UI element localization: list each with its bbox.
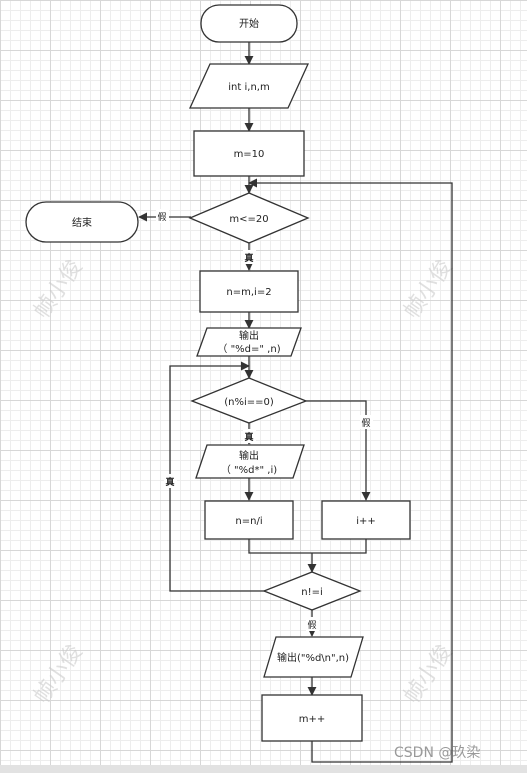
node-cond-ne: n!=i bbox=[262, 571, 362, 611]
label-bg bbox=[243, 250, 256, 264]
node-label-line2: （ "%d=" ,n) bbox=[217, 343, 280, 355]
decision-shape bbox=[190, 377, 308, 424]
node-label: m=10 bbox=[234, 149, 265, 160]
node-label: int i,n,m bbox=[228, 82, 269, 93]
node-start: 开始 bbox=[200, 4, 298, 43]
bottom-bar bbox=[0, 765, 527, 773]
edge-labels: 假 真 真 假 真 假 bbox=[156, 209, 373, 631]
node-label-line1: 输出 bbox=[239, 329, 259, 342]
process-shape bbox=[261, 694, 363, 742]
edge-cond-mod-false-to-inc-i bbox=[306, 400, 371, 501]
edge-label-false-exit: 假 bbox=[307, 620, 316, 631]
node-label: 结束 bbox=[72, 216, 92, 229]
node-label: n=m,i=2 bbox=[226, 287, 271, 298]
io-shape bbox=[263, 636, 364, 678]
node-init-ni: n=m,i=2 bbox=[199, 270, 299, 313]
node-output-1: 输出 （ "%d=" ,n) bbox=[196, 327, 302, 357]
node-label-line1: 输出 bbox=[239, 449, 259, 462]
process-shape bbox=[204, 500, 294, 540]
node-label: n!=i bbox=[301, 587, 323, 598]
node-declare: int i,n,m bbox=[188, 63, 310, 109]
terminal-shape bbox=[200, 4, 298, 43]
edge-label-true-back: 真 bbox=[165, 476, 174, 488]
node-label: m++ bbox=[299, 714, 326, 725]
edge-merge-div-inc bbox=[248, 539, 367, 554]
label-bg bbox=[306, 617, 319, 631]
node-label: n=n/i bbox=[235, 516, 262, 527]
terminal-shape bbox=[25, 201, 139, 243]
node-init-m: m=10 bbox=[193, 130, 305, 177]
node-inc-i: i++ bbox=[321, 500, 411, 540]
label-bg bbox=[360, 415, 373, 429]
edge-label-false-mod: 假 bbox=[361, 418, 370, 429]
label-bg bbox=[164, 474, 177, 488]
node-label: 开始 bbox=[239, 17, 259, 30]
node-end: 结束 bbox=[25, 201, 139, 243]
label-bg bbox=[243, 429, 256, 443]
node-inc-m: m++ bbox=[261, 694, 363, 742]
node-cond-mod: (n%i==0) bbox=[190, 377, 308, 424]
footer-credit: CSDN @玖染 bbox=[394, 745, 480, 761]
process-shape bbox=[199, 270, 299, 313]
watermark-text: 帧小俊 bbox=[29, 255, 87, 323]
edge-label-true-loop: 真 bbox=[244, 252, 253, 264]
edge-label-false-end: 假 bbox=[157, 212, 166, 223]
node-label: (n%i==0) bbox=[224, 397, 274, 408]
io-shape bbox=[188, 63, 310, 109]
watermark-text: 帧小俊 bbox=[29, 640, 87, 708]
node-label: m<=20 bbox=[229, 214, 268, 225]
process-shape bbox=[193, 130, 305, 177]
process-shape bbox=[321, 500, 411, 540]
decision-shape bbox=[188, 192, 310, 244]
node-label-line2: （ "%d*" ,i) bbox=[221, 464, 277, 476]
io-shape bbox=[196, 327, 302, 357]
watermark-text: 帧小俊 bbox=[399, 255, 457, 323]
label-bg bbox=[156, 209, 169, 223]
node-output-2: 输出 （ "%d*" ,i) bbox=[195, 444, 305, 479]
edge-label-true-mod: 真 bbox=[244, 431, 253, 443]
node-output-3: 输出("%d\n",n) bbox=[263, 636, 364, 678]
node-div: n=n/i bbox=[204, 500, 294, 540]
node-label: i++ bbox=[356, 516, 376, 527]
edge-inc-m-loop-back bbox=[248, 178, 453, 763]
node-label: 输出("%d\n",n) bbox=[277, 651, 349, 664]
node-cond-m: m<=20 bbox=[188, 192, 310, 244]
decision-shape bbox=[262, 571, 362, 611]
io-shape bbox=[195, 444, 305, 479]
watermark-text: 帧小俊 bbox=[399, 640, 457, 708]
